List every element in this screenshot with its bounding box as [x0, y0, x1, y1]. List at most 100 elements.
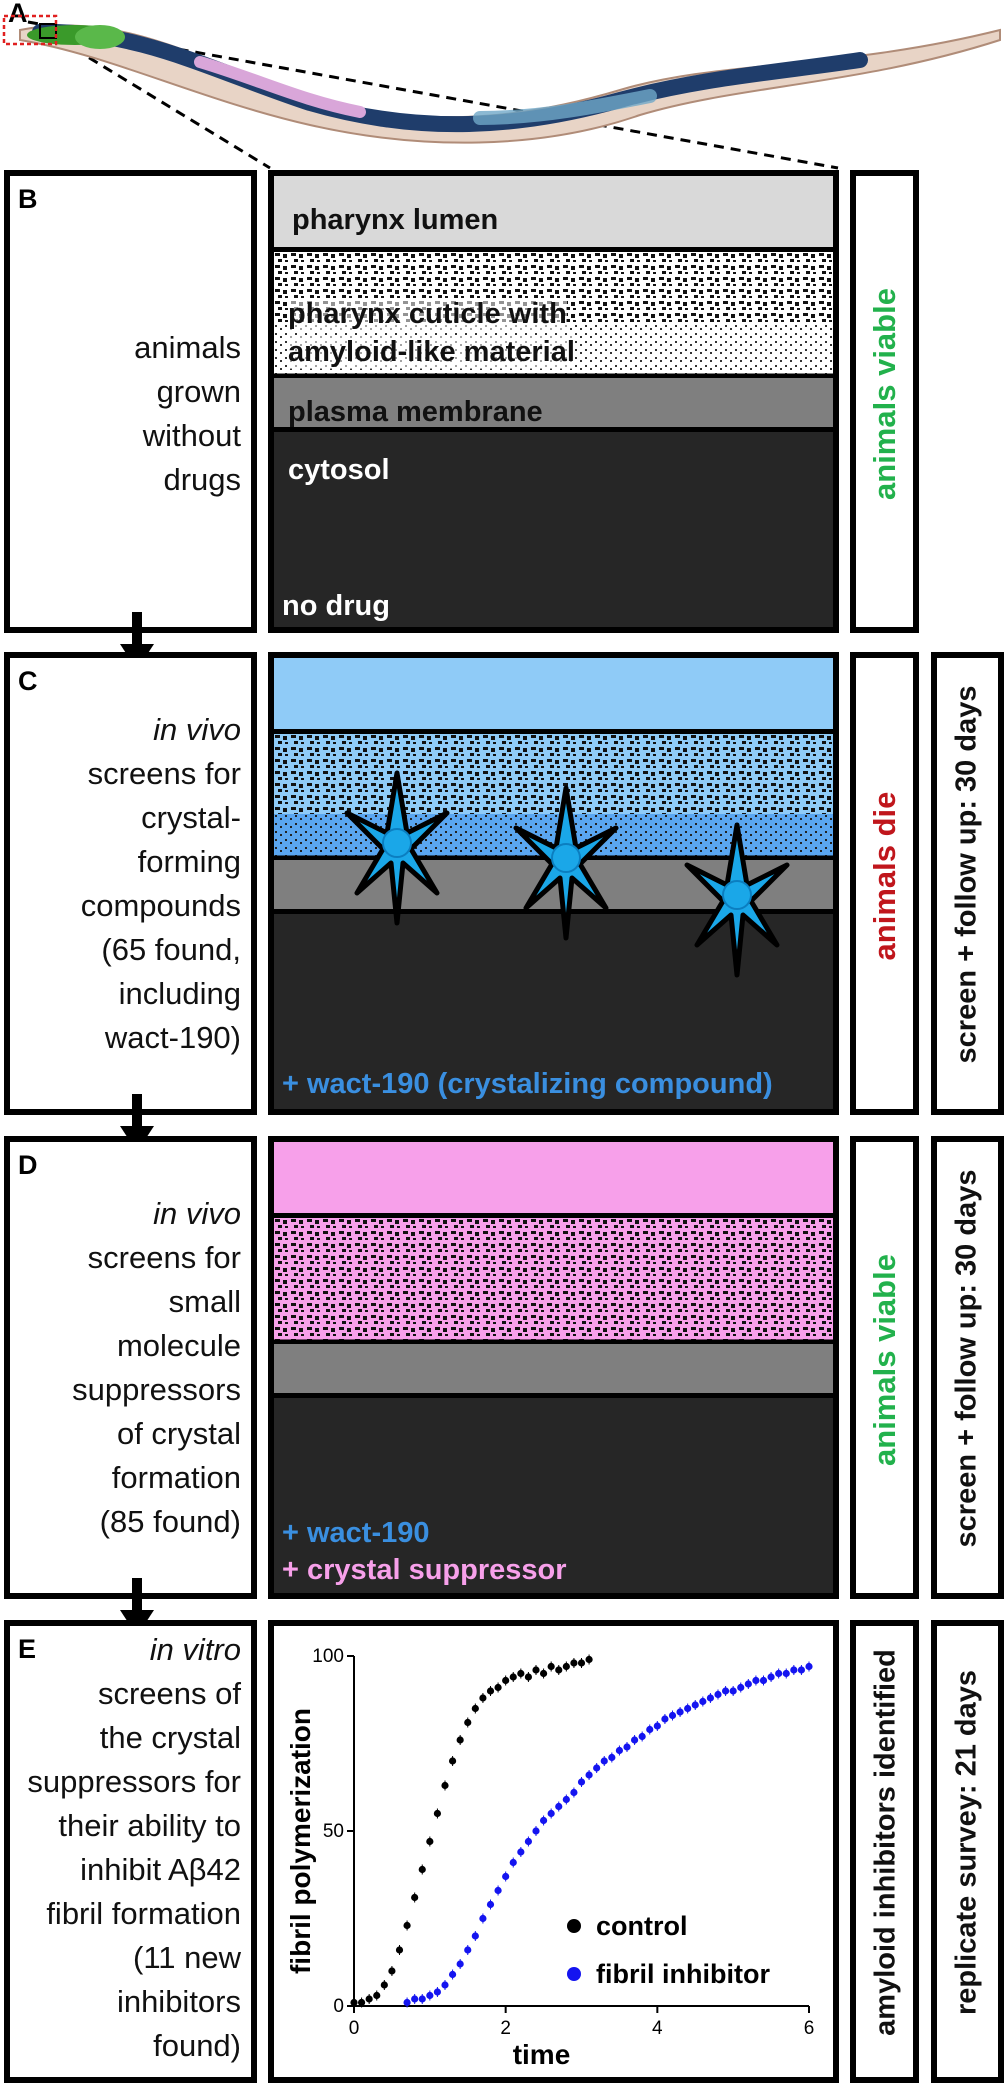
data-point	[448, 1757, 457, 1765]
data-point	[737, 1683, 745, 1692]
panel-b-description-box: B animals grown without drugs	[4, 170, 257, 633]
x-tick-label: 4	[652, 2018, 663, 2039]
data-point	[585, 1771, 593, 1779]
desc-italic: in vivo	[153, 712, 241, 747]
cytosol-label: cytosol	[288, 454, 390, 486]
data-point	[684, 1704, 692, 1713]
panel-e-timing-box: replicate survey: 21 days	[931, 1620, 1004, 2083]
data-point	[479, 1694, 487, 1702]
desc-line: suppressors	[72, 1372, 241, 1407]
data-point	[433, 1809, 442, 1818]
crystal-icon	[344, 770, 450, 926]
data-point	[365, 1995, 373, 2003]
desc-line: suppressors for	[27, 1764, 241, 1799]
plasma-membrane-layer	[274, 1344, 833, 1398]
desc-line: inhibitors	[116, 1984, 241, 2019]
data-point	[373, 1991, 381, 2000]
panel-b-outcome-box: animals viable	[850, 170, 919, 633]
data-point	[797, 1666, 806, 1674]
data-point	[555, 1666, 563, 1674]
timing-text: screen + follow up: 30 days	[950, 1169, 983, 1548]
data-point	[790, 1666, 798, 1674]
data-point	[388, 1967, 396, 1975]
desc-line: screens for	[87, 756, 241, 791]
desc-line: their ability to	[58, 1808, 241, 1843]
y-tick-label: 50	[323, 1821, 344, 1842]
data-point	[380, 1981, 388, 1989]
data-point	[638, 1732, 646, 1741]
condition-label: no drug	[282, 590, 390, 622]
x-tick-label: 2	[500, 2018, 511, 2039]
data-point	[691, 1701, 699, 1709]
pharynx-lumen-layer	[274, 1142, 833, 1218]
data-point	[403, 1998, 411, 2007]
desc-line: (65 found,	[101, 932, 241, 967]
x-tick-label: 6	[804, 2018, 815, 2039]
data-point	[570, 1659, 578, 1667]
data-point	[441, 1781, 449, 1790]
data-point	[357, 1998, 366, 2007]
data-point	[744, 1680, 752, 1688]
data-point	[547, 1662, 555, 1671]
data-point	[555, 1802, 563, 1811]
panel-c-outcome-box: animals die	[850, 652, 919, 1115]
crystals	[344, 770, 790, 978]
panel-d-description: in vivo screens for small molecule suppr…	[72, 1192, 241, 1544]
data-point	[509, 1673, 517, 1681]
data-point	[539, 1669, 548, 1678]
data-point	[448, 1970, 457, 1979]
y-tick-label: 100	[312, 1646, 344, 1667]
desc-italic: in vitro	[149, 1632, 241, 1667]
data-point	[350, 1998, 358, 2007]
data-point	[714, 1690, 722, 1699]
data-point	[509, 1858, 517, 1867]
data-point	[752, 1676, 760, 1685]
data-point	[479, 1914, 487, 1923]
panel-e-letter: E	[18, 1634, 37, 1664]
legend-marker	[567, 1919, 581, 1933]
data-point	[471, 1704, 479, 1713]
desc-line: without	[142, 418, 241, 453]
data-point	[729, 1687, 737, 1695]
panel-d-outcome-box: animals viable	[850, 1136, 919, 1599]
membrane-label: plasma membrane	[288, 396, 543, 428]
crystal-icon	[684, 822, 790, 978]
cuticle-label-2: amyloid-like material	[288, 336, 575, 369]
plasma-membrane-layer	[274, 378, 833, 432]
panel-c-timing-box: screen + follow up: 30 days	[931, 652, 1004, 1115]
data-point	[570, 1788, 578, 1797]
data-point	[418, 1865, 426, 1874]
data-point	[615, 1746, 624, 1755]
condition-label-1: + wact-190	[282, 1517, 430, 1549]
data-point	[676, 1708, 684, 1716]
desc-line: screens of	[97, 1676, 241, 1711]
desc-line: formation	[111, 1460, 241, 1495]
data-point	[653, 1722, 661, 1730]
panel-e-outcome-box: amyloid inhibitors identified	[850, 1620, 919, 2083]
desc-line: forming	[137, 844, 241, 879]
data-point	[532, 1827, 540, 1835]
desc-line: inhibit Aβ42	[80, 1852, 241, 1887]
data-point	[426, 1837, 434, 1846]
data-point	[486, 1900, 495, 1909]
data-point	[395, 1946, 404, 1954]
cuticle-label-1: pharynx cuticle with	[288, 298, 567, 331]
outcome-text: animals die	[867, 791, 902, 961]
x-tick-label: 0	[349, 2018, 360, 2039]
condition-label-2: + crystal suppressor	[282, 1554, 567, 1586]
data-point	[577, 1659, 586, 1667]
y-tick-label: 0	[333, 1996, 344, 2017]
data-point	[403, 1921, 411, 1930]
data-point	[456, 1736, 464, 1744]
panel-c-letter: C	[18, 666, 38, 696]
data-point	[517, 1848, 525, 1856]
data-point	[433, 1988, 442, 1996]
crystal-icon	[513, 785, 619, 941]
data-point	[668, 1711, 677, 1720]
data-point	[456, 1960, 464, 1968]
data-point	[494, 1886, 502, 1895]
panel-d-timing-box: screen + follow up: 30 days	[931, 1136, 1004, 1599]
condition-label: + wact-190 (crystalizing compound)	[282, 1068, 773, 1100]
outcome-text: animals viable	[867, 288, 902, 500]
